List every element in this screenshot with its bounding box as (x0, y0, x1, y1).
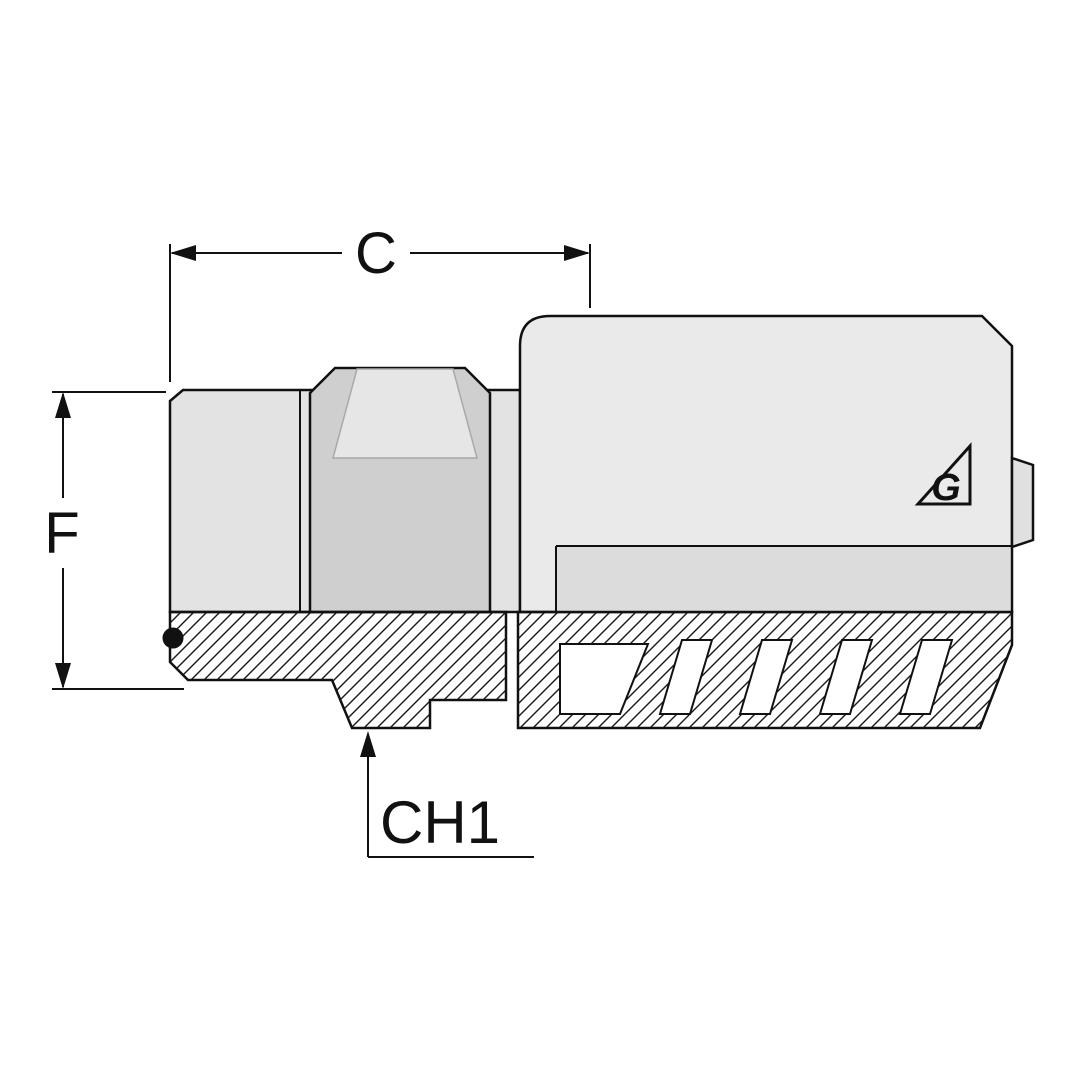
dim-f-arrow-bottom (55, 663, 71, 689)
brand-logo: G (914, 442, 972, 509)
serration-slot (898, 639, 954, 715)
ch1-arrow (360, 731, 376, 757)
dim-c-arrow-right (564, 245, 590, 261)
dim-f-arrow-top (55, 392, 71, 418)
serration-slot (658, 639, 714, 715)
dim-c-label: C (355, 221, 397, 286)
ferrule-end-step (1010, 456, 1035, 549)
hex-flat (332, 368, 478, 459)
callout-ch1 (360, 731, 534, 858)
brand-logo-letter: G (931, 467, 961, 509)
hose-cavity (559, 643, 650, 715)
ferrule (518, 314, 1014, 614)
serration-slot (738, 639, 794, 715)
ferrule-skirt-shade (557, 547, 1010, 611)
o-ring (162, 627, 184, 649)
dim-f-label: F (44, 501, 79, 566)
section-nipple (168, 610, 508, 730)
dimension-c (169, 244, 591, 382)
dimension-f (52, 391, 184, 690)
dim-c-arrow-left (170, 245, 196, 261)
brand-logo-triangle (914, 442, 972, 506)
ch1-label: CH1 (380, 789, 500, 856)
serration-slot (818, 639, 874, 715)
